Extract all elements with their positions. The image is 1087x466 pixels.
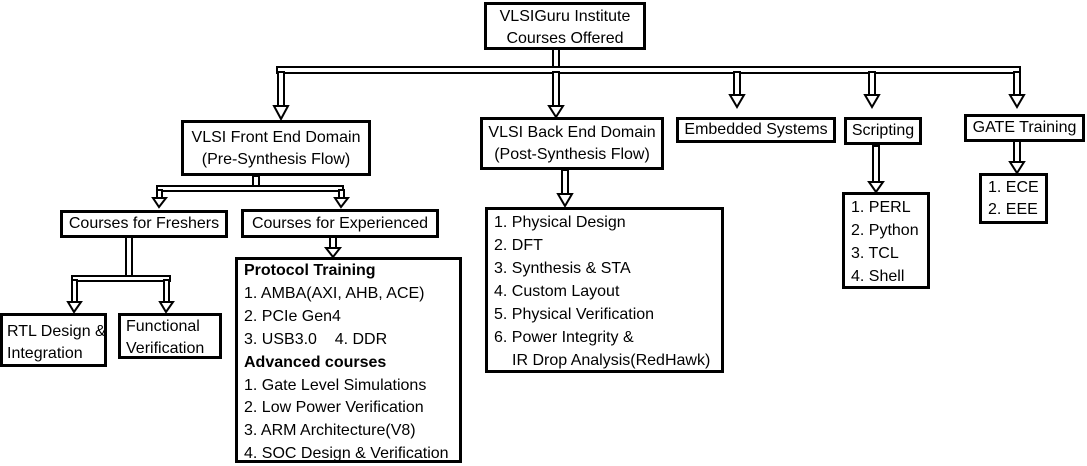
back-end-line-2: (Post-Synthesis Flow) xyxy=(494,146,650,163)
gate-item: 2. EEE xyxy=(988,201,1038,218)
advanced-item: 2. Low Power Verification xyxy=(244,399,424,417)
back-end-item: IR Drop Analysis(RedHawk) xyxy=(512,352,711,369)
scripting-item: 1. PERL xyxy=(851,199,911,216)
back-end-item: 4. Custom Layout xyxy=(494,283,620,300)
protocol-item: 2. PCIe Gen4 xyxy=(244,307,341,325)
freshers-label: Courses for Freshers xyxy=(68,215,220,232)
advanced-item: 4. SOC Design & Verification xyxy=(244,445,449,463)
protocol-item: 1. AMBA(AXI, AHB, ACE) xyxy=(244,284,425,302)
experienced-node: Courses for Experienced xyxy=(241,209,439,238)
scripting-label: Scripting xyxy=(851,122,915,139)
front-end-node: VLSI Front End Domain (Pre-Synthesis Flo… xyxy=(181,120,371,176)
protocol-training-heading: Protocol Training xyxy=(244,262,376,279)
front-end-line-2: (Pre-Synthesis Flow) xyxy=(201,151,351,168)
scripting-item: 4. Shell xyxy=(851,268,905,285)
back-end-item: 3. Synthesis & STA xyxy=(494,260,631,277)
back-end-details-box: 1. Physical Design 2. DFT 3. Synthesis &… xyxy=(485,207,724,373)
protocol-item: 3. USB3.0 4. DDR xyxy=(244,330,388,348)
rtl-line-2: Integration xyxy=(7,345,83,362)
advanced-item: 1. Gate Level Simulations xyxy=(244,376,427,394)
root-node: VLSIGuru Institute Courses Offered xyxy=(484,2,646,50)
embedded-node: Embedded Systems xyxy=(676,117,836,143)
experienced-label: Courses for Experienced xyxy=(251,215,429,232)
rtl-line-1: RTL Design & xyxy=(7,323,106,340)
scripting-node: Scripting xyxy=(844,117,922,145)
advanced-item: 3. ARM Architecture(V8) xyxy=(244,422,416,440)
scripting-item: 3. TCL xyxy=(851,245,899,262)
freshers-node: Courses for Freshers xyxy=(60,210,228,238)
scripting-details-box: 1. PERL 2. Python 3. TCL 4. Shell xyxy=(842,192,930,289)
gate-details-box: 1. ECE 2. EEE xyxy=(979,173,1048,224)
gate-node: GATE Training xyxy=(964,114,1085,142)
front-end-line-1: VLSI Front End Domain xyxy=(191,129,361,146)
functional-verification-node: Functional Verification xyxy=(118,313,222,359)
back-end-node: VLSI Back End Domain (Post-Synthesis Flo… xyxy=(480,117,664,170)
gate-item: 1. ECE xyxy=(988,179,1039,196)
functional-line-1: Functional xyxy=(126,318,200,335)
scripting-item: 2. Python xyxy=(851,222,919,239)
back-end-item: 5. Physical Verification xyxy=(494,306,655,323)
experienced-details-box: Protocol Training 1. AMBA(AXI, AHB, ACE)… xyxy=(235,257,462,463)
back-end-item: 2. DFT xyxy=(494,237,543,254)
functional-line-2: Verification xyxy=(126,340,205,357)
back-end-item: 6. Power Integrity & xyxy=(494,329,634,346)
embedded-label: Embedded Systems xyxy=(684,121,828,138)
back-end-line-1: VLSI Back End Domain xyxy=(488,124,656,141)
root-line-1: VLSIGuru Institute xyxy=(499,8,631,25)
back-end-item: 1. Physical Design xyxy=(494,214,626,231)
gate-label: GATE Training xyxy=(972,119,1077,136)
advanced-courses-heading: Advanced courses xyxy=(244,353,387,371)
root-line-2: Courses Offered xyxy=(506,30,624,47)
rtl-design-node: RTL Design & Integration xyxy=(0,313,107,367)
